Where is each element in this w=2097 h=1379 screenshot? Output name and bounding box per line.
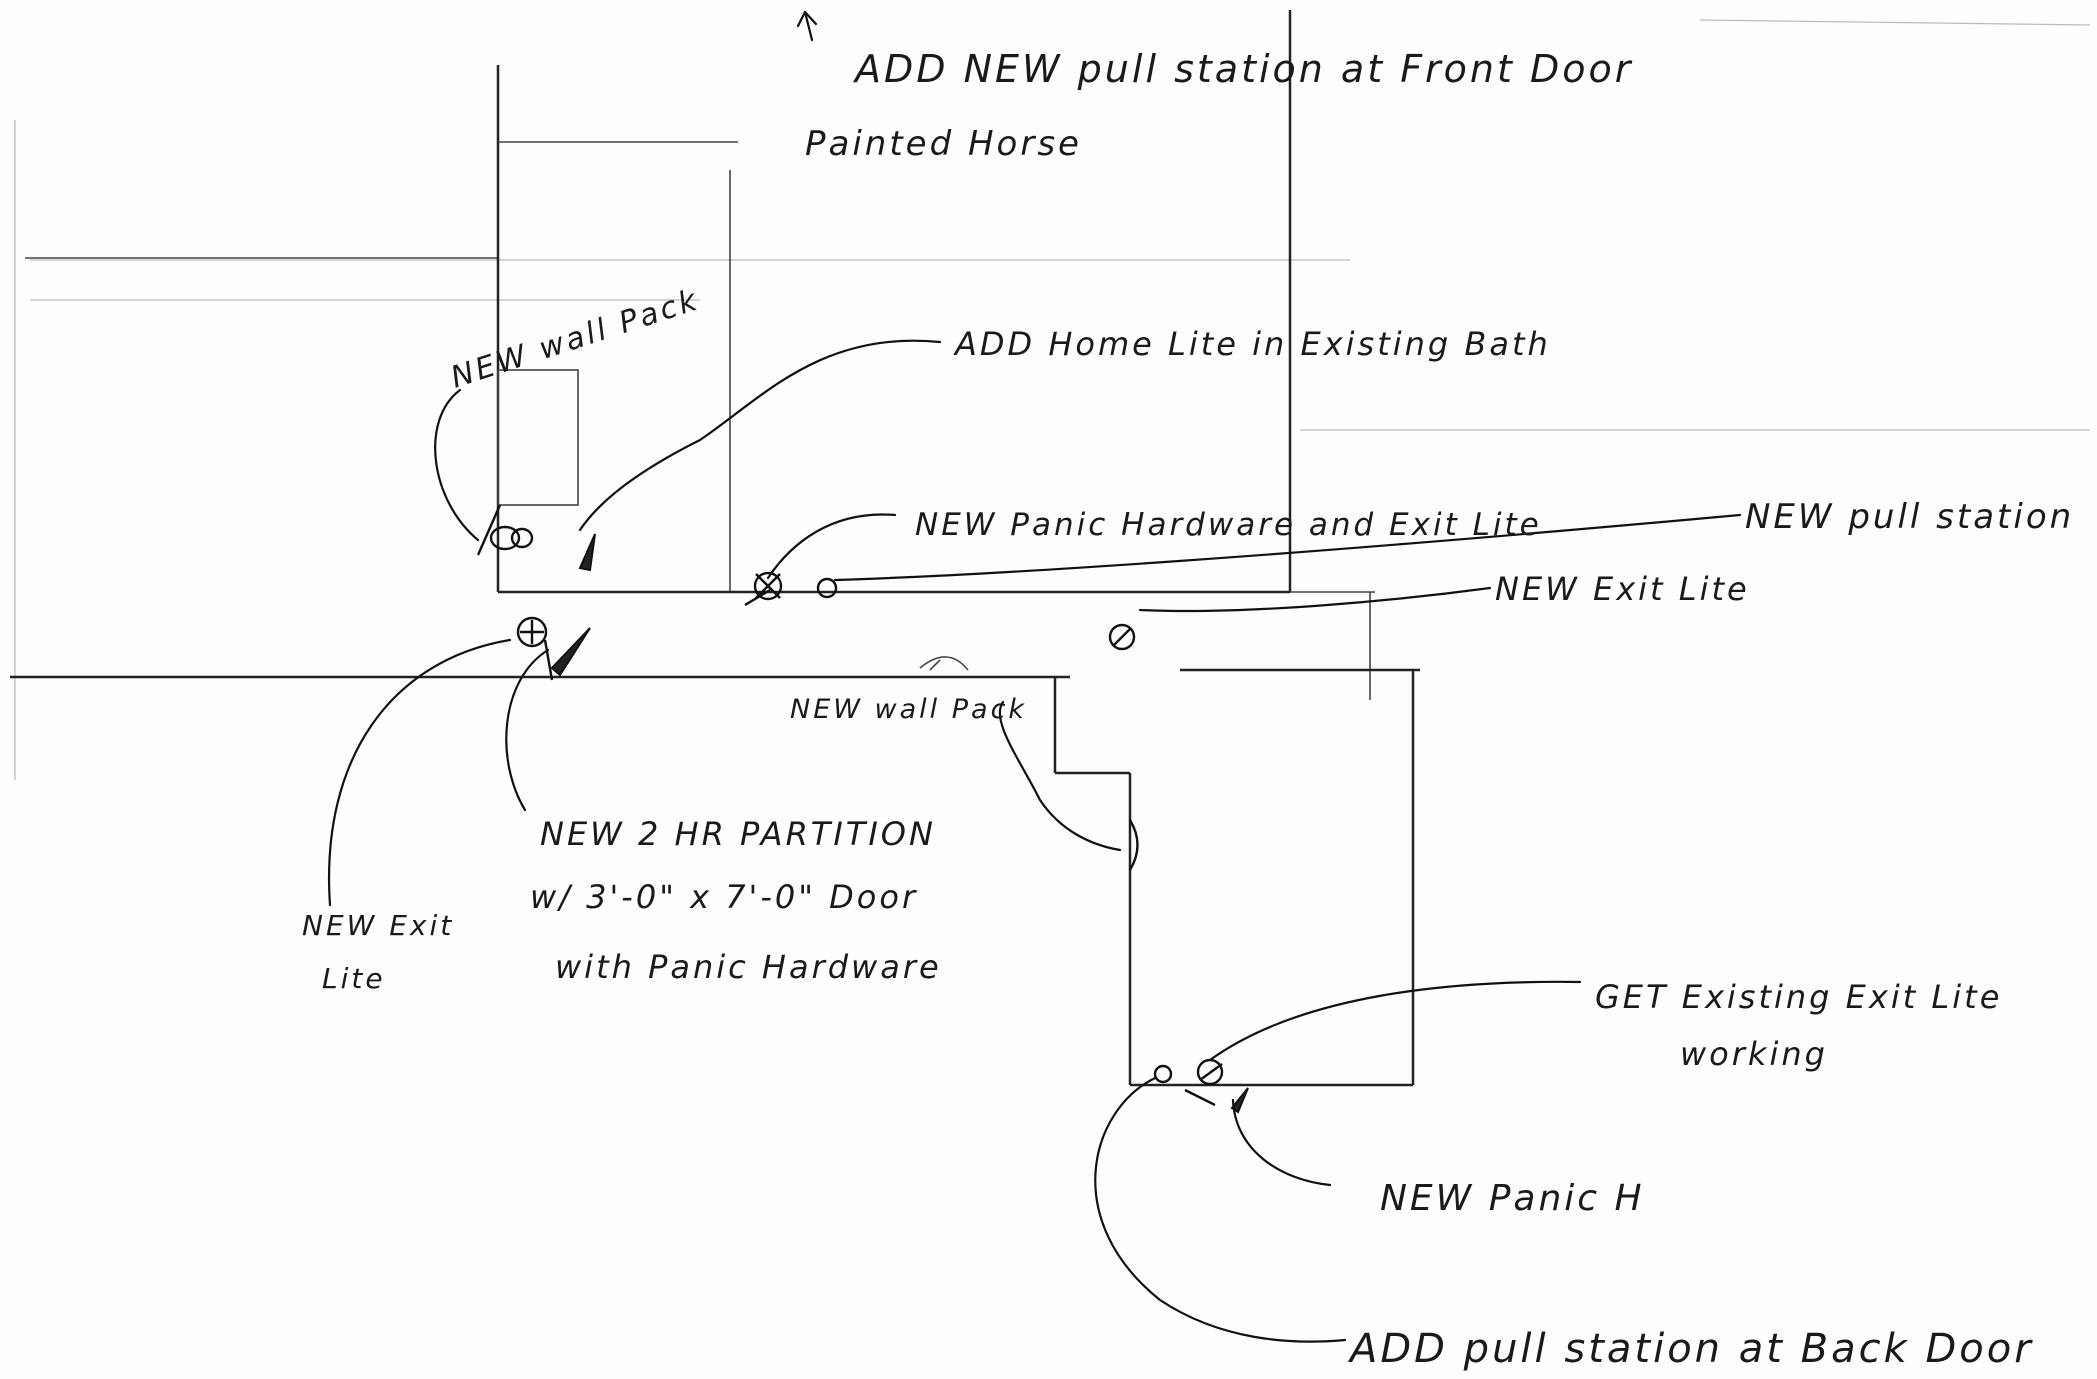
label-new-pull: NEW pull station	[1745, 497, 2074, 537]
label-back-pull: ADD pull station at Back Door	[1347, 1326, 2034, 1372]
label-panic-h: NEW Panic H	[1380, 1178, 1645, 1219]
partition-door-mark	[543, 639, 554, 681]
wall-pack-top-symbol	[476, 504, 534, 556]
label-panic-exit: NEW Panic Hardware and Exit Lite	[915, 507, 1542, 543]
label-home-lite: ADD Home Lite in Existing Bath	[953, 325, 1551, 363]
label-existing-2: working	[1680, 1035, 1828, 1073]
back-pull-symbol	[1153, 1064, 1173, 1084]
label-partition-2: w/ 3'-0" x 7'-0" Door	[530, 878, 918, 916]
label-painted-horse: Painted Horse	[805, 124, 1082, 164]
partition-panic-mark	[550, 627, 591, 677]
label-existing-1: GET Existing Exit Lite	[1595, 978, 2002, 1016]
label-exit-left-1: NEW Exit	[302, 909, 454, 942]
scan-artifacts	[14, 19, 2091, 780]
panic-exit-symbol	[744, 571, 783, 607]
new-exit-lite-symbol	[1108, 623, 1136, 651]
bath-fixture-box	[497, 369, 579, 506]
annotations: ADD NEW pull station at Front Door Paint…	[302, 47, 2074, 1372]
wall-pack-mid-symbol	[1128, 819, 1139, 871]
label-partition-1: NEW 2 HR PARTITION	[540, 815, 936, 853]
existing-exit-symbol	[1196, 1058, 1224, 1086]
back-door-mark	[1184, 1088, 1216, 1107]
label-new-exit: NEW Exit Lite	[1495, 570, 1750, 608]
partition-exit-symbol	[516, 616, 548, 648]
bath-lite-symbol	[578, 533, 596, 572]
leader-lines	[327, 10, 1742, 1343]
label-partition-3: with Panic Hardware	[555, 948, 942, 986]
label-exit-left-2: Lite	[322, 962, 386, 995]
building-walls	[10, 10, 1420, 1087]
pull-station-symbol	[816, 577, 838, 599]
label-wall-pack-top: NEW wall Pack	[447, 282, 704, 395]
label-front-pull: ADD NEW pull station at Front Door	[852, 47, 1633, 91]
device-symbols	[476, 504, 1249, 1114]
label-wall-pack-mid: NEW wall Pack	[790, 694, 1027, 725]
